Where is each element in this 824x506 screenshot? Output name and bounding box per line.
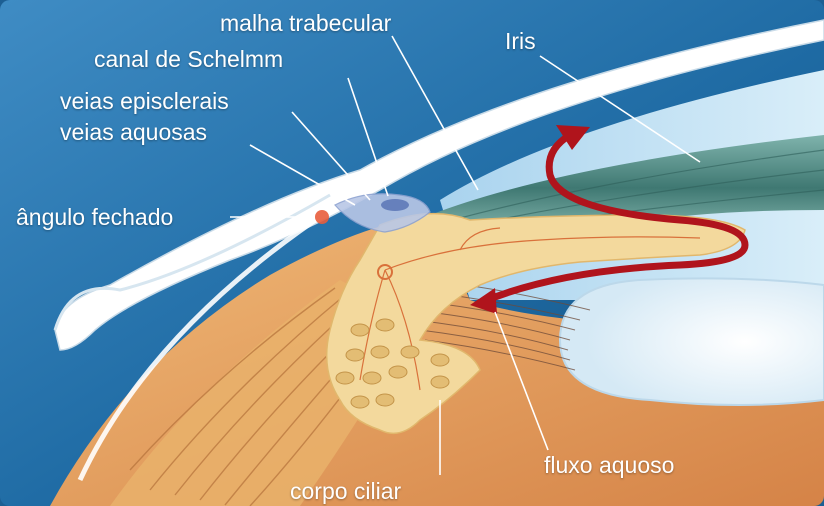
label-aqueous-veins: veias aquosas — [60, 119, 207, 145]
label-closed-angle: ângulo fechado — [16, 204, 173, 230]
label-schlemm-canal: canal de Schelmm — [94, 46, 283, 72]
label-trabecular-meshwork: malha trabecular — [220, 10, 391, 36]
lens — [560, 278, 824, 405]
label-episcleral-veins: veias episclerais — [60, 88, 229, 114]
closed-angle-marker — [315, 210, 329, 224]
label-iris: Iris — [505, 28, 536, 54]
label-aqueous-flow: fluxo aquoso — [544, 452, 674, 478]
label-ciliary-body: corpo ciliar — [290, 478, 401, 504]
schlemm-canal — [381, 199, 409, 211]
